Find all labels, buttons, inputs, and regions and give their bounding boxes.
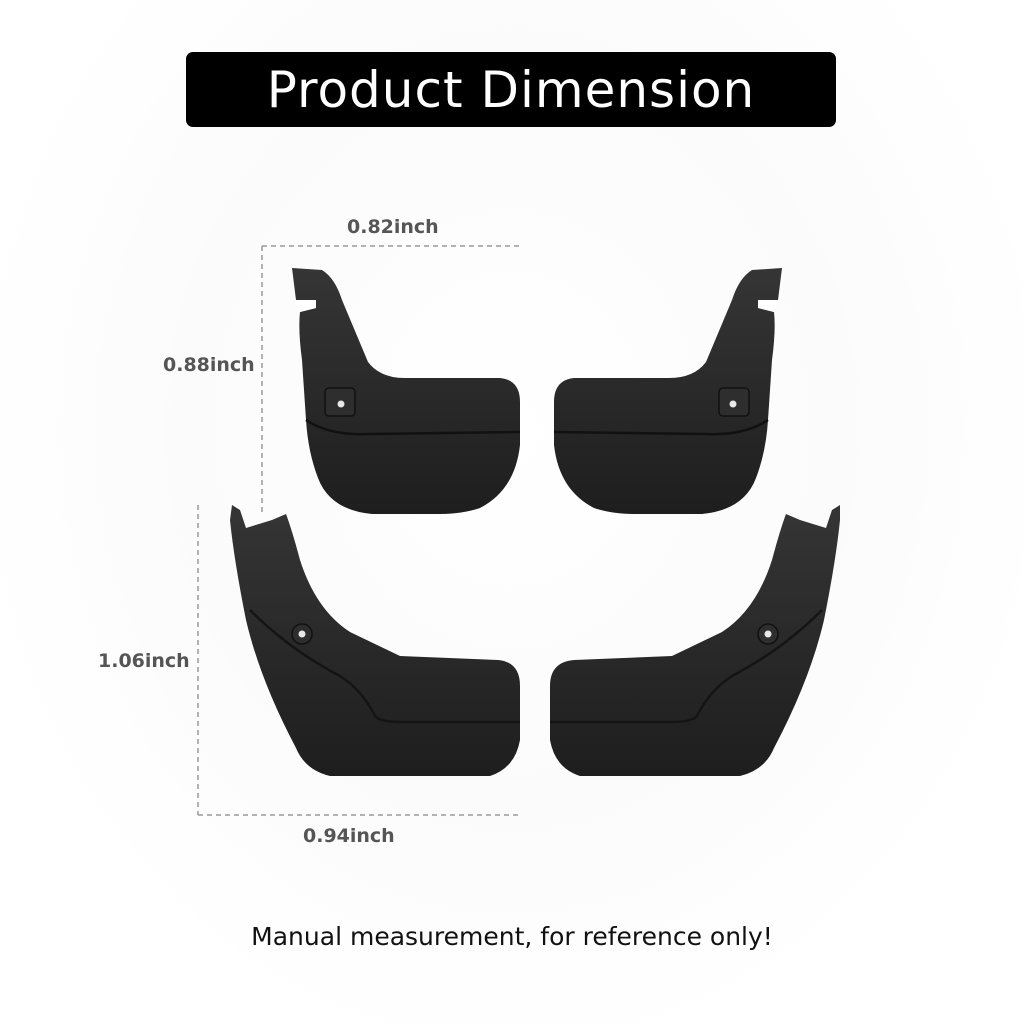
dimension-lines [197,245,522,816]
top-width-label: 0.82inch [347,216,439,238]
mudflap-front-right [553,268,782,514]
mudflap-rear-right [550,505,840,776]
page-title: Product Dimension [266,60,756,119]
lower-height-label: 1.06inch [98,650,190,672]
mudflap-front-left [292,268,521,514]
bottom-width-label: 0.94inch [303,825,395,847]
mudflap-rear-left [230,505,520,776]
footer-note: Manual measurement, for reference only! [251,922,773,951]
upper-height-label: 0.88inch [163,354,255,376]
title-banner: Product Dimension [186,52,836,127]
